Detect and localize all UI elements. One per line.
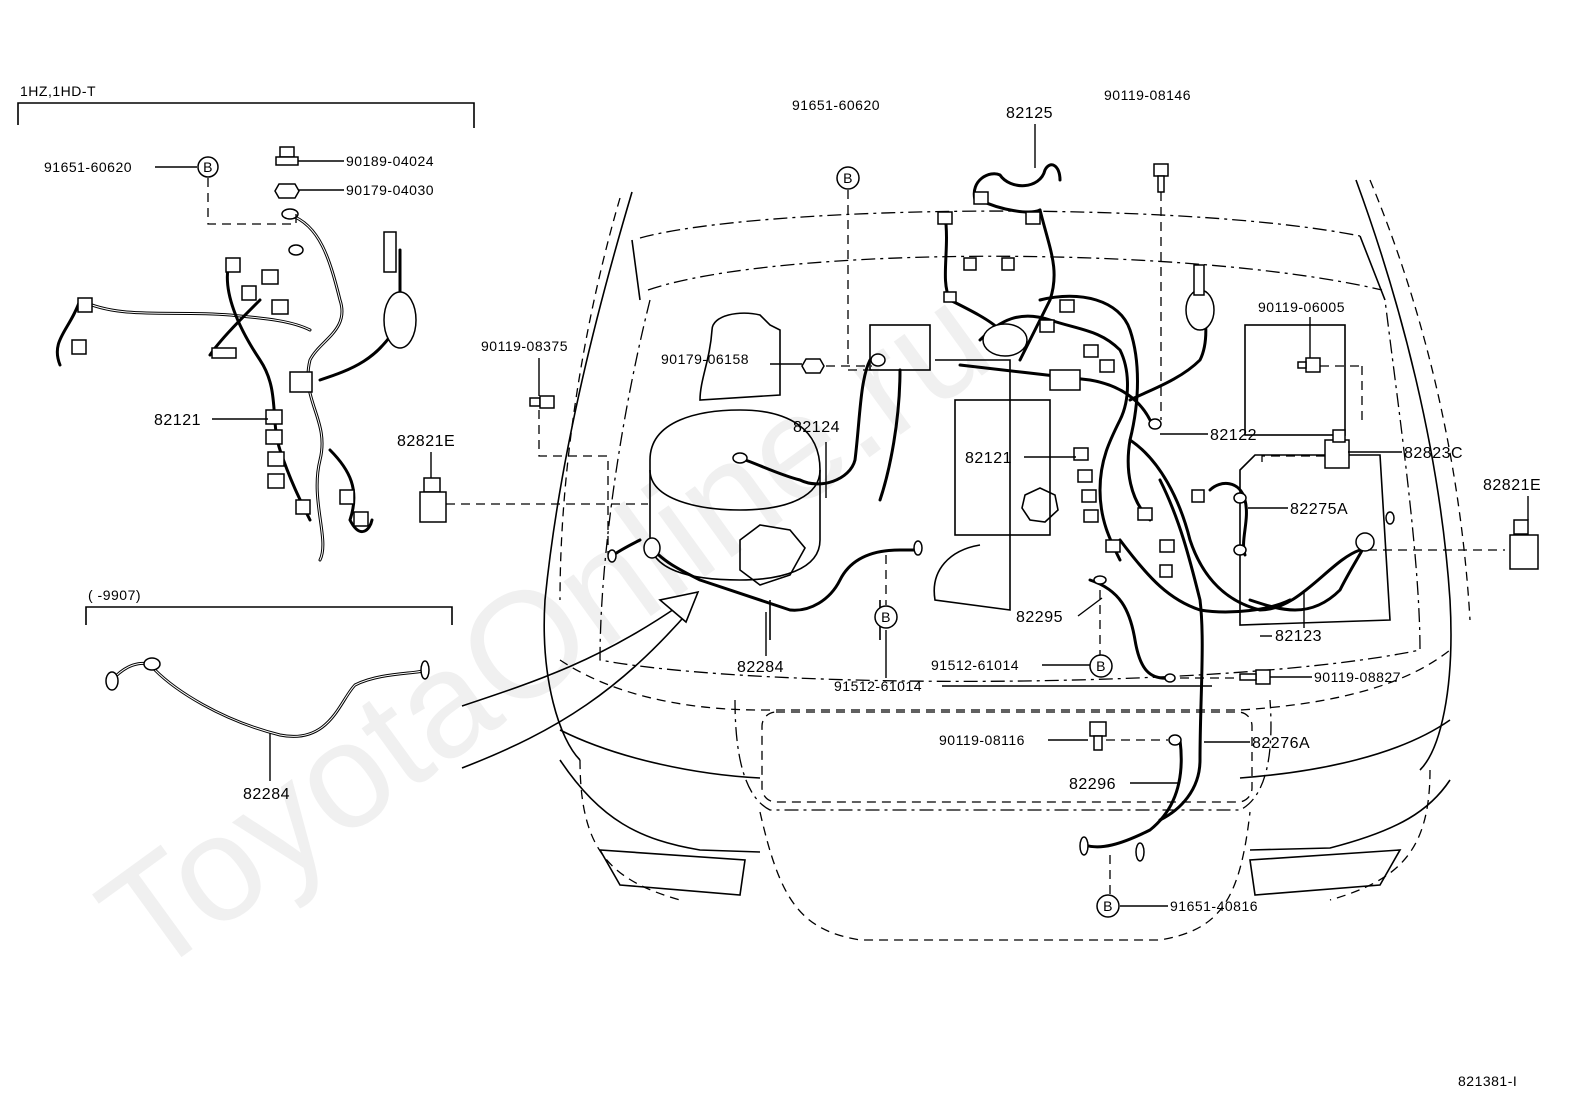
label-90189-04024: 90189-04024 — [346, 153, 434, 169]
nut-90179-06158-icon — [801, 358, 825, 374]
label-82821E-left: 82821E — [397, 433, 455, 450]
callout-b-top — [836, 166, 860, 190]
callout-b-91512-a — [874, 605, 898, 629]
label-82284-left: 82284 — [243, 786, 290, 803]
callout-b-left — [197, 156, 219, 178]
callout-b-91512-b-text: B — [1096, 658, 1106, 674]
callout-b-top-text: B — [843, 170, 853, 186]
label-90179-04030: 90179-04030 — [346, 182, 434, 198]
engine-bay-components — [649, 312, 1391, 640]
label-82121-left: 82121 — [154, 412, 201, 429]
bolt-90119-08116-icon — [1089, 721, 1107, 751]
label-82125: 82125 — [1006, 105, 1053, 122]
callout-b-91512-a-text: B — [881, 609, 891, 625]
callout-b-left-text: B — [203, 159, 213, 175]
label-82296: 82296 — [1069, 776, 1116, 793]
main-fasteners — [801, 163, 1321, 751]
label-90119-08375: 90119-08375 — [481, 338, 568, 354]
label-82821E-right: 82821E — [1483, 477, 1541, 494]
label-82123: 82123 — [1275, 628, 1322, 645]
label-91651-40816: 91651-40816 — [1170, 898, 1258, 914]
vehicle-outline — [543, 179, 1471, 941]
label-90119-06005: 90119-06005 — [1258, 299, 1345, 315]
inset-date-variant: ( -9907) 82284 — [85, 587, 700, 803]
inset-engine-variant: 1HZ,1HD-T — [17, 83, 475, 562]
callout-b-bottom — [1096, 894, 1120, 918]
bolt-90189-04024-icon — [275, 146, 299, 166]
main-callouts: B B B B — [836, 166, 1120, 918]
callout-b-bottom-text: B — [1103, 898, 1113, 914]
label-82275A: 82275A — [1290, 501, 1348, 518]
main-leaders — [765, 124, 1529, 907]
label-90119-08827: 90119-08827 — [1314, 669, 1401, 685]
label-82121-center: 82121 — [965, 450, 1012, 467]
label-82122: 82122 — [1210, 427, 1257, 444]
label-82823C: 82823C — [1404, 445, 1463, 462]
bolt-90119-08375: 90119-08375 — [481, 338, 609, 555]
label-82295: 82295 — [1016, 609, 1063, 626]
label-90119-08146: 90119-08146 — [1104, 87, 1191, 103]
relay-82821E-left: 82821E — [397, 433, 648, 523]
label-82276A: 82276A — [1252, 735, 1310, 752]
label-91651-60620-left: 91651-60620 — [44, 159, 132, 175]
engine-variant-label: 1HZ,1HD-T — [20, 83, 96, 99]
label-82284-center: 82284 — [737, 659, 784, 676]
relation-lines — [826, 190, 1505, 895]
main-harness-wiring — [607, 163, 1539, 862]
label-91651-60620-center: 91651-60620 — [792, 97, 880, 113]
inset-bracket — [17, 102, 475, 128]
date-range-label: ( -9907) — [88, 587, 141, 603]
nut-90179-04030-icon — [274, 183, 300, 199]
label-91512-61014-b: 91512-61014 — [834, 678, 922, 694]
callout-b-91512-b — [1089, 654, 1113, 678]
label-91512-61014-a: 91512-61014 — [931, 657, 1019, 673]
harness-82121-left-drawing — [55, 208, 417, 562]
bolt-90119-08146-icon — [1153, 163, 1169, 193]
bolt-90119-06005-icon — [1297, 357, 1321, 373]
diagram-id: 821381-I — [1458, 1073, 1517, 1089]
dashed-link-left — [207, 178, 297, 225]
label-90119-08116: 90119-08116 — [939, 732, 1025, 748]
label-82124: 82124 — [793, 419, 840, 436]
label-90179-06158: 90179-06158 — [661, 351, 749, 367]
main-labels: 91651-60620 82125 90119-08146 90179-0615… — [661, 87, 1541, 914]
